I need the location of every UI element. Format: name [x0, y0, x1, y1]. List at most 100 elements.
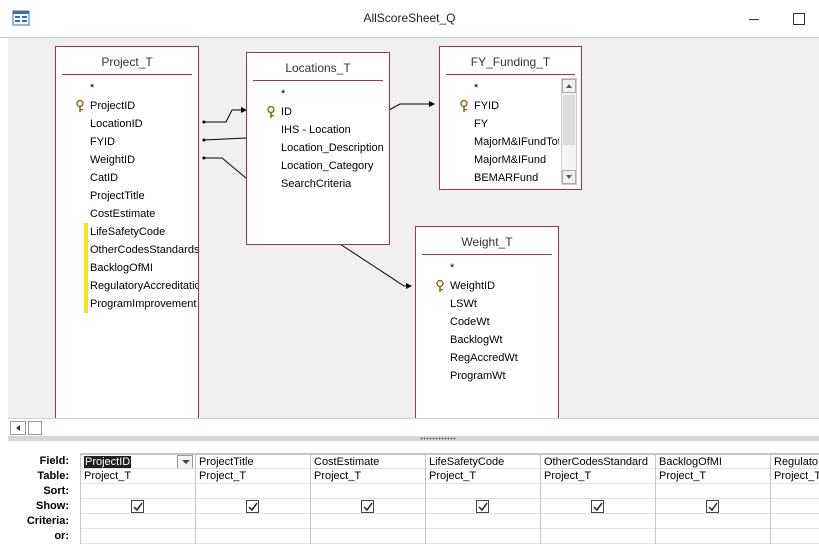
minimize-button[interactable]: [742, 9, 766, 29]
field-id[interactable]: ID: [247, 103, 389, 121]
field-regaccredwt[interactable]: RegAccredWt: [450, 352, 518, 364]
criteria-cell[interactable]: [656, 514, 770, 529]
design-pane-hscrollbar[interactable]: [8, 418, 819, 436]
or-cell[interactable]: [311, 529, 425, 544]
criteria-cell[interactable]: [311, 514, 425, 529]
table-cell[interactable]: Project_T: [771, 469, 819, 484]
fy-funding-scrollbar[interactable]: [561, 78, 577, 185]
criteria-cell[interactable]: [196, 514, 310, 529]
field-majormifund[interactable]: MajorM&IFund: [474, 154, 547, 166]
field-location-description[interactable]: Location_Description: [281, 142, 384, 154]
or-cell[interactable]: [426, 529, 540, 544]
show-checkbox[interactable]: [246, 500, 259, 513]
dropdown-arrow-icon[interactable]: [177, 455, 193, 468]
weight-table[interactable]: Weight_T * WeightID LSWt CodeWt BacklogW…: [415, 226, 559, 418]
project-table-title[interactable]: Project_T: [62, 47, 192, 75]
query-window-icon[interactable]: [12, 10, 30, 26]
or-cell[interactable]: [81, 529, 195, 544]
table-cell[interactable]: Project_T: [656, 469, 770, 484]
or-cell[interactable]: [771, 529, 819, 544]
show-checkbox[interactable]: [591, 500, 604, 513]
field-majormifundtotal[interactable]: MajorM&IFundTotal: [474, 136, 559, 148]
field-programwt[interactable]: ProgramWt: [450, 370, 506, 382]
table-cell[interactable]: Project_T: [426, 469, 540, 484]
field-weightid[interactable]: WeightID: [90, 154, 136, 166]
pane-splitter[interactable]: [8, 436, 819, 441]
or-cell[interactable]: [541, 529, 655, 544]
field-ihs-location[interactable]: IHS - Location: [281, 124, 351, 136]
field-star[interactable]: *: [90, 82, 95, 94]
show-cell[interactable]: [426, 499, 540, 514]
maximize-button[interactable]: [786, 9, 810, 29]
field-catid[interactable]: CatID: [90, 172, 119, 184]
field-programimprovement[interactable]: ProgramImprovement: [56, 295, 198, 313]
show-cell[interactable]: [196, 499, 310, 514]
field-bemarfund[interactable]: BEMARFund: [474, 172, 539, 184]
table-cell[interactable]: Project_T: [541, 469, 655, 484]
scroll-down-arrow-icon[interactable]: [562, 170, 576, 184]
show-cell[interactable]: [311, 499, 425, 514]
grid-column-othercodesstandard[interactable]: OtherCodesStandard Project_T: [540, 454, 655, 544]
show-checkbox[interactable]: [476, 500, 489, 513]
scroll-left-arrow-icon[interactable]: [10, 421, 26, 435]
grid-column-backlogofmi[interactable]: BacklogOfMI Project_T: [655, 454, 770, 544]
field-cell[interactable]: Regulato: [771, 454, 819, 469]
grid-column-lifesafetycode[interactable]: LifeSafetyCode Project_T: [425, 454, 540, 544]
locations-table-title[interactable]: Locations_T: [253, 53, 383, 81]
query-design-pane[interactable]: Project_T * ProjectID LocationID FYID We…: [8, 38, 819, 418]
field-star[interactable]: *: [474, 82, 479, 94]
field-location-category[interactable]: Location_Category: [281, 160, 374, 172]
field-othercodesstandards[interactable]: OtherCodesStandards: [56, 241, 198, 259]
or-cell[interactable]: [196, 529, 310, 544]
grid-column-projecttitle[interactable]: ProjectTitle Project_T: [195, 454, 310, 544]
table-cell[interactable]: Project_T: [196, 469, 310, 484]
grid-column-costestimate[interactable]: CostEstimate Project_T: [310, 454, 425, 544]
sort-cell[interactable]: [196, 484, 310, 499]
scroll-thumb[interactable]: [28, 421, 42, 435]
field-costestimate[interactable]: CostEstimate: [90, 208, 156, 220]
scroll-thumb[interactable]: [563, 95, 575, 145]
show-cell[interactable]: [656, 499, 770, 514]
field-backlogwt[interactable]: BacklogWt: [450, 334, 503, 346]
sort-cell[interactable]: [541, 484, 655, 499]
criteria-cell[interactable]: [771, 514, 819, 529]
sort-cell[interactable]: [426, 484, 540, 499]
fy-funding-table-title[interactable]: FY_Funding_T: [446, 47, 575, 75]
fy-funding-table[interactable]: FY_Funding_T * FYID FY MajorM&IFundTotal…: [439, 46, 582, 190]
splitter-grip-icon[interactable]: [420, 437, 456, 440]
field-cell[interactable]: OtherCodesStandard: [541, 454, 655, 469]
show-checkbox[interactable]: [361, 500, 374, 513]
field-projectid[interactable]: ProjectID: [56, 97, 198, 115]
show-checkbox[interactable]: [131, 500, 144, 513]
field-locationid[interactable]: LocationID: [90, 118, 143, 130]
field-fyid[interactable]: FYID: [90, 136, 116, 148]
field-cell[interactable]: LifeSafetyCode: [426, 454, 540, 469]
field-cell[interactable]: CostEstimate: [311, 454, 425, 469]
locations-table[interactable]: Locations_T * ID IHS - Location Location…: [246, 52, 390, 245]
field-weightid[interactable]: WeightID: [416, 277, 558, 295]
sort-cell[interactable]: [311, 484, 425, 499]
field-cell[interactable]: ProjectID: [81, 454, 195, 469]
table-cell[interactable]: Project_T: [81, 469, 195, 484]
query-design-grid[interactable]: Field: Table: Sort: Show: Criteria: or: …: [0, 441, 819, 551]
table-cell[interactable]: Project_T: [311, 469, 425, 484]
criteria-cell[interactable]: [81, 514, 195, 529]
field-star[interactable]: *: [281, 88, 286, 100]
grid-column-regulatory[interactable]: Regulato Project_T: [770, 454, 819, 544]
field-searchcriteria[interactable]: SearchCriteria: [281, 178, 352, 190]
grid-column-projectid[interactable]: ProjectID Project_T: [80, 454, 195, 544]
field-fyid[interactable]: FYID: [440, 97, 559, 115]
field-projecttitle[interactable]: ProjectTitle: [90, 190, 145, 202]
show-cell[interactable]: [771, 499, 819, 514]
show-cell[interactable]: [541, 499, 655, 514]
sort-cell[interactable]: [771, 484, 819, 499]
field-codewt[interactable]: CodeWt: [450, 316, 490, 328]
field-cell[interactable]: BacklogOfMI: [656, 454, 770, 469]
criteria-cell[interactable]: [426, 514, 540, 529]
field-backlogofmi[interactable]: BacklogOfMI: [56, 259, 198, 277]
field-lswt[interactable]: LSWt: [450, 298, 477, 310]
field-lifesafetycode[interactable]: LifeSafetyCode: [56, 223, 198, 241]
show-checkbox[interactable]: [706, 500, 719, 513]
sort-cell[interactable]: [656, 484, 770, 499]
field-fy[interactable]: FY: [474, 118, 489, 130]
